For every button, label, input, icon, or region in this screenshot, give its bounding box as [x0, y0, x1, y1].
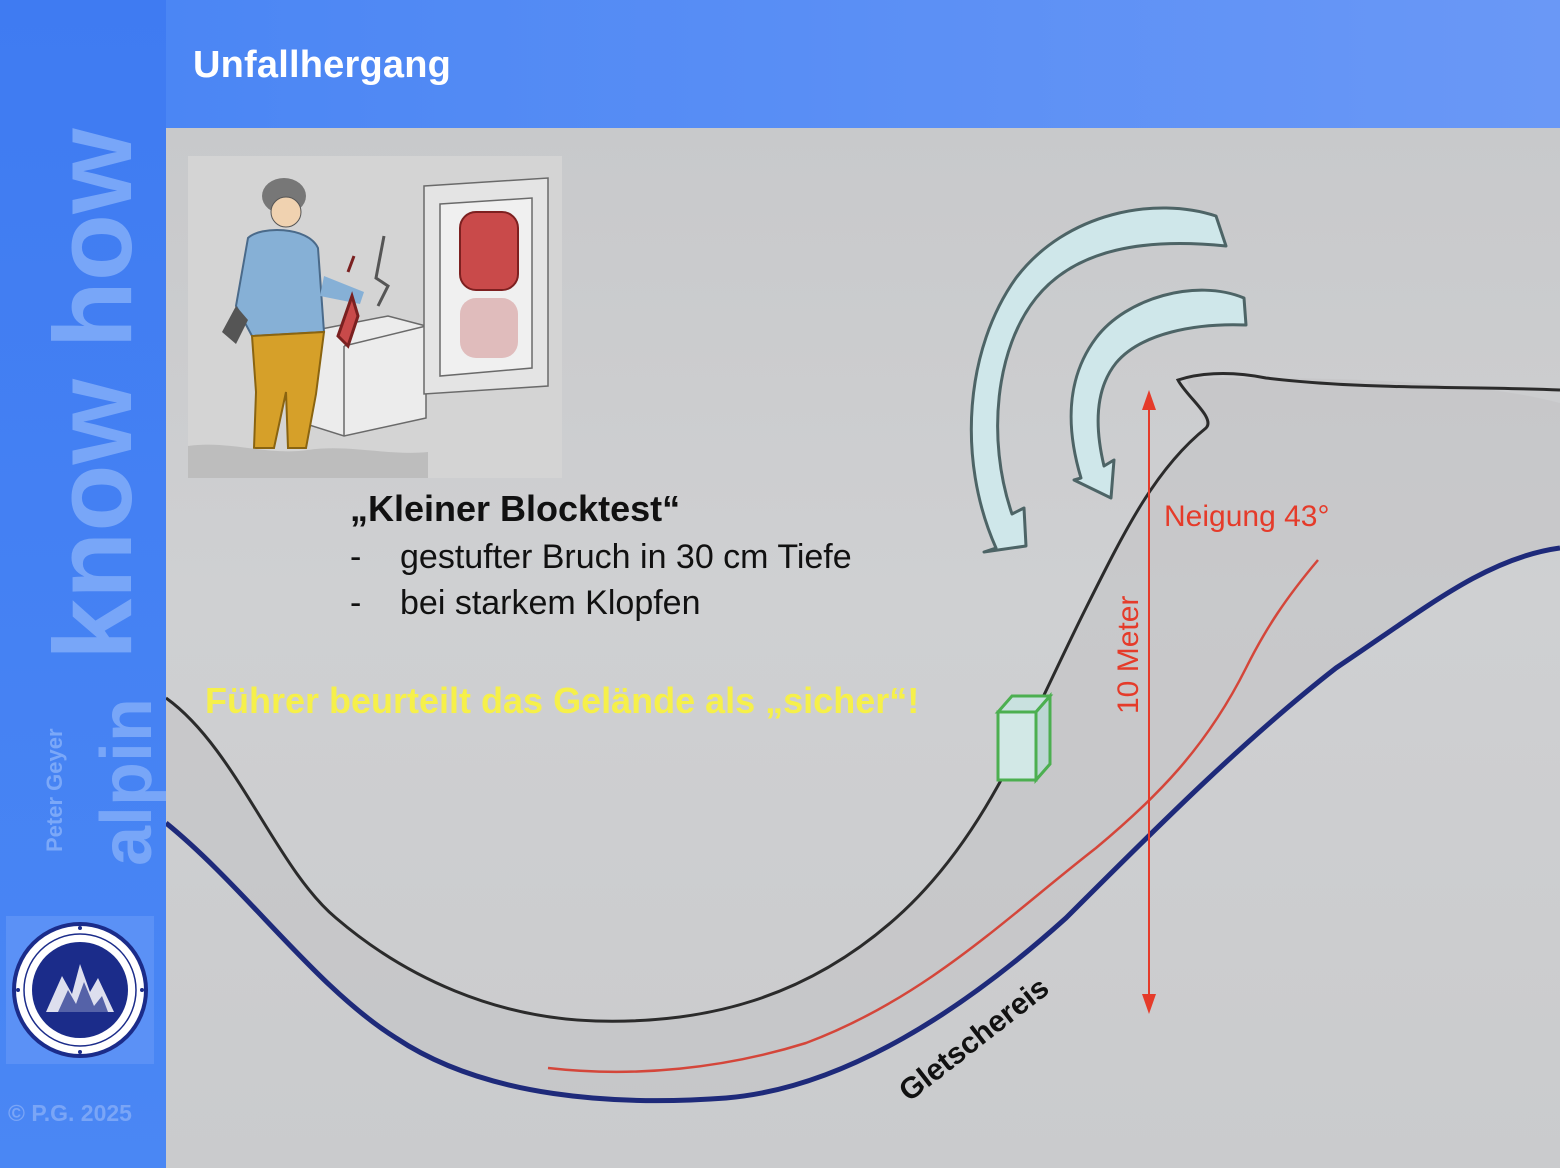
sidebar: know how Peter Geyer alpin © P.G. 2025: [0, 0, 167, 1168]
weak-layer-line: [547, 559, 1319, 1074]
brand-know-how: know how: [32, 128, 155, 660]
height-label: 10 Meter: [1112, 595, 1145, 714]
probe-icon: [374, 235, 390, 307]
bullet-dash: -: [350, 538, 362, 576]
brand-alpin: alpin: [87, 697, 167, 866]
diagram-canvas: „Kleiner Blocktest“ -gestufter Bruch in …: [166, 128, 1560, 1168]
slide-title: Unfallhergang: [193, 44, 452, 86]
wind-arrow-large-icon: [969, 206, 1228, 554]
slope-angle-label: Neigung 43°: [1164, 500, 1330, 533]
brand-author: Peter Geyer: [42, 728, 67, 852]
block-test-marker-icon: [994, 692, 1054, 784]
guide-illustration: [188, 156, 562, 478]
block-test-item: -gestufter Bruch in 30 cm Tiefe: [350, 534, 852, 580]
block-test-notes: „Kleiner Blocktest“ -gestufter Bruch in …: [350, 488, 852, 626]
slide-header: [166, 0, 1560, 128]
block-test-title: „Kleiner Blocktest“: [350, 488, 681, 529]
ifmga-logo: [6, 916, 154, 1064]
snow-surface-line: [166, 372, 1560, 1023]
height-measure-arrow: [1142, 390, 1156, 1014]
ifmga-badge-icon: [12, 922, 148, 1058]
glacier-ice-line: [166, 545, 1560, 1104]
block-test-item-text: bei starkem Klopfen: [400, 584, 701, 622]
guide-verdict: Führer beurteilt das Gelände als „sicher…: [205, 680, 920, 721]
wind-arrow-small-icon: [1069, 288, 1248, 500]
copyright-notice: © P.G. 2025: [8, 1100, 132, 1126]
person-icon: [222, 178, 364, 449]
bullet-dash: -: [350, 584, 362, 622]
block-test-item: -bei starkem Klopfen: [350, 580, 852, 626]
block-test-item-text: gestufter Bruch in 30 cm Tiefe: [400, 538, 852, 576]
backpack-icon: [459, 211, 519, 358]
snowpack-area: [166, 378, 1560, 1101]
slope-cross-section: [166, 156, 1560, 1104]
